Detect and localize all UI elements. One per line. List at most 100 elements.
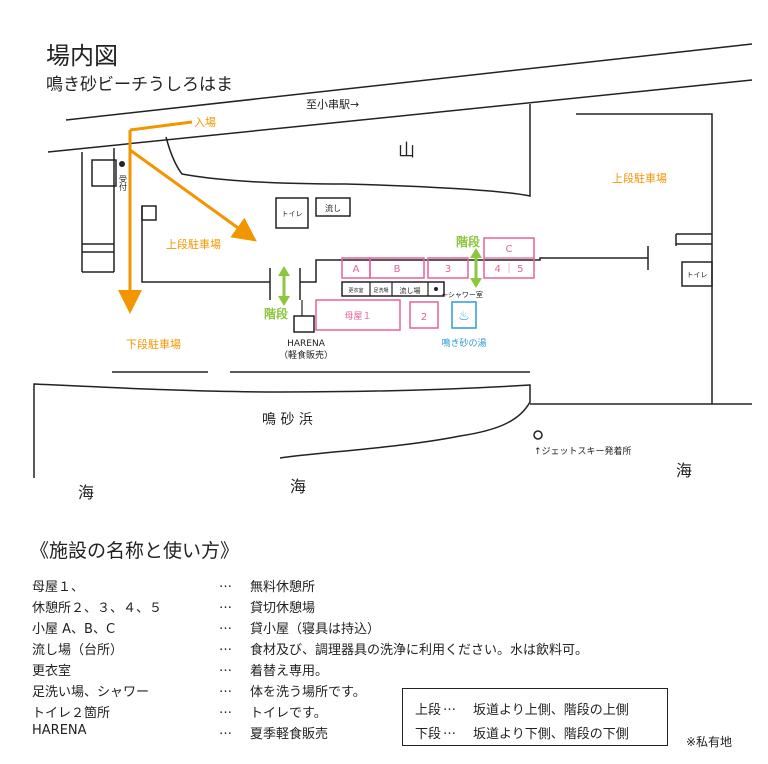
sink-bar-label: 流し場	[400, 286, 421, 295]
legend-item: HARENA … 夏季軽食販売	[32, 723, 672, 743]
sea-center-label: 海	[290, 477, 306, 496]
rest-3-label: 3	[445, 264, 451, 275]
sink-top-building	[315, 197, 351, 217]
legend-item-name: 母屋１、	[32, 580, 85, 595]
mountain-label: 山	[398, 141, 415, 161]
legend-title: 《施設の名称と使い方》	[30, 540, 240, 562]
shower-label: ←シャワー室	[442, 290, 483, 299]
shower-dot	[434, 287, 438, 291]
legend-item: 母屋１、 … 無料休憩所	[32, 576, 672, 596]
cabin-b-label: B	[394, 264, 401, 275]
legend-item-desc: トイレです。	[250, 706, 327, 721]
beach-label: 鳴 砂 浜	[262, 412, 313, 428]
toilet-right-label: トイレ	[687, 271, 708, 279]
sea-left-label: 海	[78, 483, 94, 502]
legend-item-dots: …	[219, 702, 232, 717]
arrow-to-upper-parking	[129, 148, 257, 242]
legend-item-desc: 夏季軽食販売	[250, 727, 329, 742]
toilet-right-building	[681, 261, 713, 287]
beach-outline	[33, 383, 531, 478]
page-subtitle: 鳴き砂ビーチうしろはま	[46, 75, 233, 95]
tier-key-desc: 坂道より下側、階段の下側	[473, 727, 629, 742]
legend-item-name: 小屋 A、B、C	[32, 622, 116, 637]
changing-room-label: 更衣室	[348, 287, 363, 294]
small-hut	[141, 205, 157, 221]
upper-parking-right-label: 上段駐車場	[612, 171, 667, 185]
legend-item: トイレ２箇所 … トイレです。	[32, 702, 672, 722]
reception-dot	[119, 161, 125, 167]
mountain-outline	[165, 104, 531, 197]
facility-bar	[341, 281, 445, 297]
legend-item-dots: …	[219, 723, 232, 738]
road-line-lower	[47, 79, 753, 153]
stairs-arrow-left	[278, 266, 290, 306]
legend-item-name: 休憩所２、３、４、５	[32, 601, 163, 616]
legend-item: 小屋 A、B、C … 貸小屋（寝具は持込）	[32, 618, 672, 638]
legend-item-dots: …	[219, 639, 232, 654]
tier-key-box: 上段 … 坂道より上側、階段の上側 下段 … 坂道より下側、階段の下側	[402, 688, 668, 746]
tier-key-desc: 坂道より上側、階段の上側	[473, 703, 629, 718]
sea-right-label: 海	[676, 461, 692, 480]
legend-item-dots: …	[219, 576, 232, 591]
tier-key-term: 下段	[415, 727, 442, 742]
road-line-upper	[65, 43, 753, 121]
harena-building	[293, 315, 315, 333]
hot-spring-label: 鳴き砂の湯	[441, 337, 486, 349]
legend-item-desc: 体を洗う場所です。	[250, 685, 366, 700]
main-house-label: 母屋１	[344, 311, 371, 322]
tier-key-term: 上段	[415, 703, 442, 718]
sink-top-label: 流し	[325, 203, 341, 213]
stairs-arrow-right	[470, 248, 482, 288]
hot-spring-building[interactable]	[451, 301, 477, 329]
harena-label: HARENA	[287, 339, 326, 349]
legend-item-desc: 着替え専用。	[250, 664, 329, 679]
page-title: 場内図	[46, 42, 118, 70]
cabin-c-label: C	[506, 244, 513, 255]
cabin-a-label: A	[353, 264, 360, 275]
legend-item-dots: …	[219, 597, 232, 612]
harena-sub-label: （軽食販売）	[279, 349, 333, 361]
stairs-right-label: 階段	[456, 234, 481, 249]
rest-2-label: 2	[421, 312, 427, 323]
legend-item-name: 流し場（台所）	[32, 643, 124, 658]
legend-item: 足洗い場、シャワー … 体を洗う場所です。	[32, 681, 672, 701]
tier-key-dots: …	[443, 699, 456, 714]
legend-item-desc: 無料休憩所	[250, 580, 316, 595]
cabin-b[interactable]	[369, 257, 425, 279]
site-boundary	[81, 113, 713, 404]
legend-item-desc: 食材及び、調理器具の洗浄に利用ください。水は飲料可。	[250, 643, 589, 658]
legend-item-dots: …	[219, 660, 232, 675]
jetski-label: ↑ジェットスキー発着所	[534, 445, 632, 457]
legend-item: 休憩所２、３、４、５ … 貸切休憩場	[32, 597, 672, 617]
private-land-note: ※私有地	[686, 735, 733, 749]
footwash-label: 足洗場	[373, 287, 388, 294]
entrance-label: 入場	[194, 116, 216, 129]
stairs-left-label: 階段	[264, 306, 289, 321]
legend-item-name: HARENA	[32, 723, 87, 738]
rest-2[interactable]	[409, 301, 439, 329]
to-station-label: 至小串駅→	[306, 98, 359, 111]
legend-item-dots: …	[219, 618, 232, 633]
rest-3[interactable]	[427, 257, 469, 279]
reception-building	[91, 159, 117, 187]
legend-item: 流し場（台所） … 食材及び、調理器具の洗浄に利用ください。水は飲料可。	[32, 639, 672, 659]
legend-item-dots: …	[219, 681, 232, 696]
jetski-marker	[533, 430, 543, 440]
main-house[interactable]	[315, 299, 401, 331]
legend-item-name: 足洗い場、シャワー	[32, 685, 150, 700]
rest-45-label: 4 ｜ 5	[494, 263, 523, 275]
legend-item: 更衣室 … 着替え専用。	[32, 660, 672, 680]
tier-key-dots: …	[443, 723, 456, 738]
lower-parking-label: 下段駐車場	[126, 337, 181, 351]
toilet-top-label: トイレ	[282, 210, 303, 218]
entrance-arrow-bar	[129, 120, 193, 132]
legend-item-name: 更衣室	[32, 664, 72, 679]
reception-label: 受付	[119, 174, 128, 192]
legend-item-name: トイレ２箇所	[32, 706, 111, 721]
legend-item-desc: 貸小屋（寝具は持込）	[250, 622, 381, 637]
upper-parking-left-label: 上段駐車場	[166, 237, 221, 251]
site-map: ♨ 至小串駅→ 入場 山 受付 上段駐車場 上段駐車場 下段駐車場 階段 階段 …	[33, 43, 753, 502]
legend-item-desc: 貸切休憩場	[250, 601, 316, 616]
hot-spring-icon: ♨	[458, 309, 470, 324]
toilet-top-building	[275, 197, 309, 229]
